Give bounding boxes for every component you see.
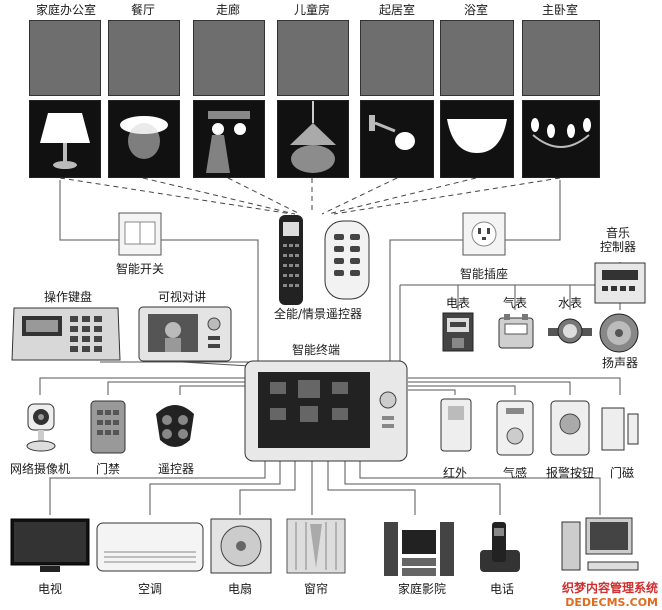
computer-icon <box>560 516 644 576</box>
network-camera-icon <box>24 400 58 456</box>
smart-socket-icon <box>462 212 506 256</box>
room-label-dining: 餐厅 <box>130 3 156 17</box>
gas-meter-label: 气表 <box>502 296 528 310</box>
watermark-title: 织梦内容管理系统 <box>561 581 658 595</box>
infrared-sensor-icon <box>440 398 472 452</box>
room-photo-home-office <box>29 20 101 96</box>
lamp-downlight <box>108 100 180 178</box>
door-access-label: 门禁 <box>95 462 121 476</box>
scene-remote-icon <box>324 220 370 300</box>
speaker-label: 扬声器 <box>601 356 639 370</box>
lamp-chandelier <box>522 100 600 178</box>
key-fob-icon <box>152 400 198 452</box>
gas-sensor-icon <box>496 400 534 456</box>
keyboard-panel-icon <box>10 306 122 364</box>
keyboard-label: 操作键盘 <box>43 290 93 304</box>
speaker-icon <box>598 312 640 354</box>
home-theater-icon <box>382 518 456 578</box>
room-photo-bathroom <box>440 20 514 96</box>
smart-terminal <box>244 360 408 462</box>
smart-switch-icon <box>118 212 162 256</box>
door-magnet-icon <box>600 404 642 454</box>
lamp-wall-lamp <box>360 100 434 178</box>
music-controller-icon <box>594 262 646 304</box>
appliance-label-home-theater: 家庭影院 <box>397 582 447 596</box>
room-label-corridor: 走廊 <box>215 3 241 17</box>
door-magnet-label: 门磁 <box>609 466 635 480</box>
infrared-label: 红外 <box>442 466 468 480</box>
appliance-label-tv: 电视 <box>37 582 63 596</box>
door-access-icon <box>90 400 126 454</box>
room-label-kids-room: 儿童房 <box>293 3 331 17</box>
alarm-button-icon <box>550 400 590 456</box>
air-conditioner-icon <box>96 522 204 572</box>
water-meter-icon <box>548 314 592 348</box>
appliance-label-phone: 电话 <box>489 582 515 596</box>
room-photo-living-room <box>360 20 434 96</box>
music-controller-label: 音乐 控制器 <box>599 226 637 254</box>
gas-meter-icon <box>498 314 534 350</box>
room-label-home-office: 家庭办公室 <box>35 3 97 17</box>
watermark-url: DEDECMS.COM <box>565 596 658 609</box>
room-label-living-room: 起居室 <box>378 3 416 17</box>
gas-sensor-label: 气感 <box>502 466 528 480</box>
phone-icon <box>478 520 522 574</box>
room-photo-kids-room <box>277 20 349 96</box>
lamp-spotlights <box>193 100 265 178</box>
remote-label: 全能/情景遥控器 <box>273 307 363 321</box>
room-photo-master-bedroom <box>522 20 600 96</box>
lamp-table-lamp <box>29 100 101 178</box>
video-intercom-icon <box>138 306 232 362</box>
smart-switch-label: 智能开关 <box>115 262 165 276</box>
video-intercom-label: 可视对讲 <box>157 290 207 304</box>
appliance-label-air-conditioner: 空调 <box>137 582 163 596</box>
network-camera-label: 网络摄像机 <box>9 462 71 476</box>
tv-icon <box>10 518 90 574</box>
appliance-label-fan: 电扇 <box>227 582 253 596</box>
terminal-label: 智能终端 <box>291 343 341 357</box>
room-photo-dining <box>108 20 180 96</box>
room-label-master-bedroom: 主卧室 <box>541 3 579 17</box>
fan-icon <box>210 518 272 574</box>
alarm-button-label: 报警按钮 <box>545 466 595 480</box>
appliance-label-curtain: 窗帘 <box>303 582 329 596</box>
room-photo-corridor <box>193 20 265 96</box>
room-label-bathroom: 浴室 <box>463 3 489 17</box>
electric-meter-icon <box>442 312 474 352</box>
lamp-ceiling-light <box>440 100 514 178</box>
water-meter-label: 水表 <box>557 296 583 310</box>
smart-socket-label: 智能插座 <box>459 267 509 281</box>
curtain-icon <box>286 518 346 574</box>
remote-control-label: 遥控器 <box>157 462 195 476</box>
universal-remote-icon <box>278 214 304 306</box>
electric-meter-label: 电表 <box>445 296 471 310</box>
lamp-pendant <box>277 100 349 178</box>
